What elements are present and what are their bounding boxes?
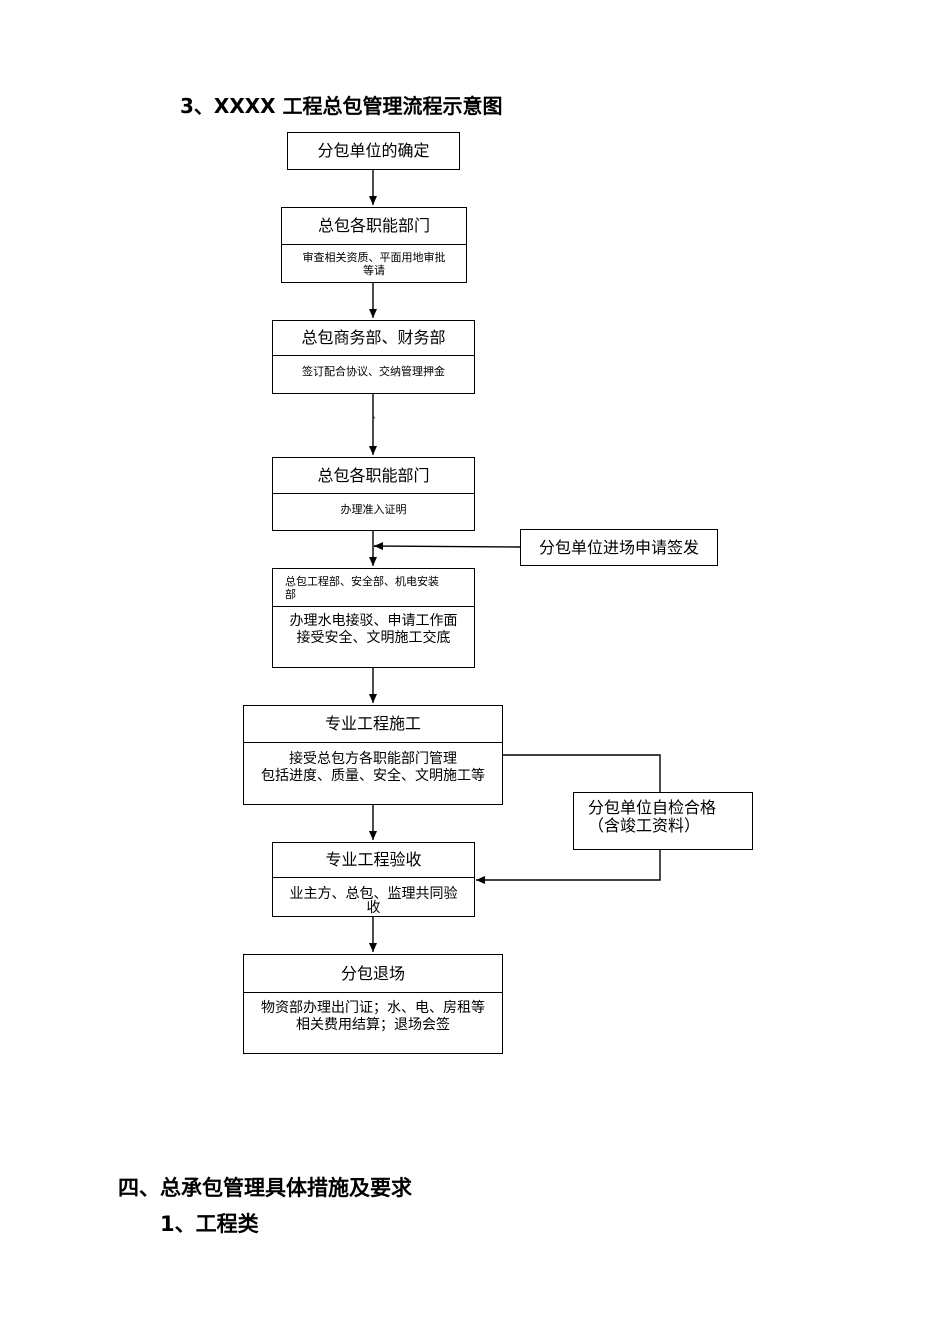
node-body-line: 相关费用结算；退场会签 (296, 1017, 450, 1033)
stray-mark: 、 (372, 411, 382, 421)
node-body-line: 收 (366, 900, 381, 916)
node-engineering-safety-mep: 总包工程部、安全部、机电安装 部 办理水电接驳、申请工作面 接受安全、文明施工交… (272, 568, 475, 668)
side-box-line: （含竣工资料） (588, 816, 701, 835)
node-title: 总包各职能部门 (282, 208, 466, 245)
side-box-line: 分包单位自检合格 (588, 798, 717, 817)
node-specialty-construction: 专业工程施工 接受总包方各职能部门管理 包括进度、质量、安全、文明施工等 (243, 705, 503, 805)
node-body-line: 包括进度、质量、安全、文明施工等 (261, 768, 485, 784)
node-commerce-finance: 总包商务部、财务部 签订配合协议、交纳管理押金 (272, 320, 475, 394)
node-body: 审查相关资质、平面用地审批 等请 (282, 251, 466, 282)
node-functional-depts-access: 总包各职能部门 办理准入证明 (272, 457, 475, 531)
node-subcontractor-determination: 分包单位的确定 (287, 132, 460, 170)
node-title-line: 总包工程部、安全部、机电安装 (285, 575, 439, 588)
node-title: 分包退场 (244, 955, 502, 993)
node-title: 分包单位进场申请签发 (538, 537, 699, 557)
side-box-self-inspection: 分包单位自检合格 （含竣工资料） (573, 792, 753, 850)
node-body: 物资部办理出门证；水、电、房租等 相关费用结算；退场会签 (244, 1000, 502, 1053)
connector-n6-side2 (503, 754, 661, 792)
node-body-line: 等请 (363, 264, 385, 277)
node-title: 专业工程验收 (273, 843, 474, 878)
arrow-side1-main (373, 542, 521, 551)
node-body-line: 审查相关资质、平面用地审批 (302, 251, 446, 264)
section-title: 3、XXXX 工程总包管理流程示意图 (180, 94, 503, 118)
arrow-side2-n7 (476, 850, 661, 884)
side-box-entry-application: 分包单位进场申请签发 (520, 529, 718, 566)
chapter-heading: 四、总承包管理具体措施及要求 (118, 1176, 412, 1200)
node-body: 签订配合协议、交纳管理押金 (273, 365, 474, 393)
node-body-line: 办理水电接驳、申请工作面 (289, 613, 458, 629)
node-body-line: 签订配合协议、交纳管理押金 (302, 365, 445, 378)
node-body: 办理水电接驳、申请工作面 接受安全、文明施工交底 (273, 613, 474, 667)
node-body-line: 办理准入证明 (340, 503, 407, 516)
node-title: 总包商务部、财务部 (273, 321, 474, 356)
node-body: 业主方、总包、监理共同验 收 (273, 887, 474, 916)
sub-heading: 1、工程类 (160, 1212, 259, 1236)
node-subcontractor-exit: 分包退场 物资部办理出门证；水、电、房租等 相关费用结算；退场会签 (243, 954, 503, 1054)
node-body: 办理准入证明 (273, 503, 474, 530)
node-body-line: 接受总包方各职能部门管理 (289, 751, 457, 767)
node-functional-depts-review: 总包各职能部门 审查相关资质、平面用地审批 等请 (281, 207, 467, 283)
node-specialty-acceptance: 专业工程验收 业主方、总包、监理共同验 收 (272, 842, 475, 917)
node-body-line: 业主方、总包、监理共同验 (289, 886, 458, 902)
node-body-line: 物资部办理出门证；水、电、房租等 (261, 1000, 485, 1016)
node-title-line: 部 (285, 588, 296, 601)
node-body: 接受总包方各职能部门管理 包括进度、质量、安全、文明施工等 (244, 751, 502, 804)
node-body-line: 接受安全、文明施工交底 (296, 630, 451, 646)
node-title: 分包单位的确定 (317, 141, 430, 160)
node-title: 专业工程施工 (244, 706, 502, 743)
node-title: 总包工程部、安全部、机电安装 部 (273, 569, 474, 607)
node-title: 总包各职能部门 (273, 458, 474, 494)
